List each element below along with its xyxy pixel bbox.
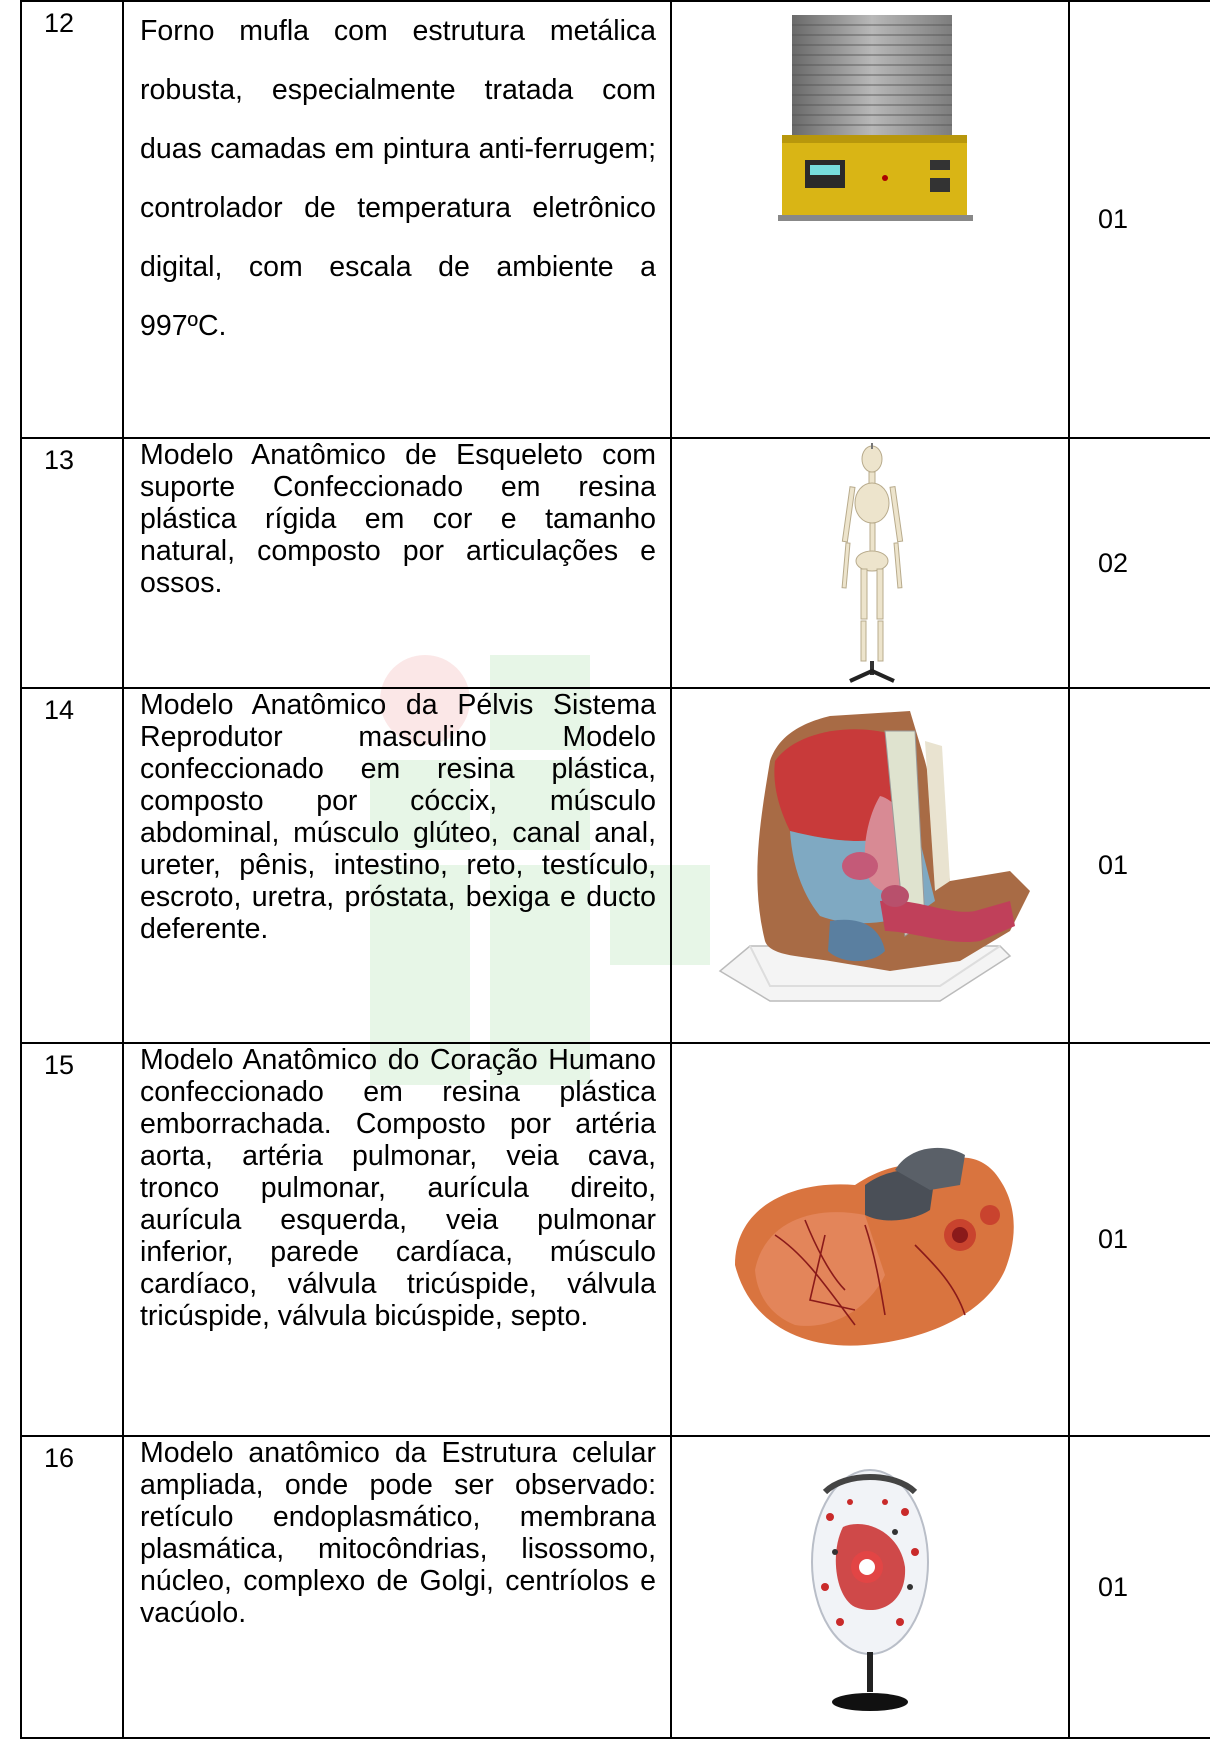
pelvis-model-image [670, 687, 1070, 1044]
table-row: 13 Modelo Anatômico de Esqueleto com sup… [20, 437, 1210, 689]
items-table: 12 Forno mufla com estrutura metálica ro… [20, 0, 1210, 1739]
table-row: 15 Modelo Anatômico do Coração Humano co… [20, 1042, 1210, 1437]
table-row: 16 Modelo anatômico da Estrutura celular… [20, 1435, 1210, 1739]
heart-model-image [670, 1042, 1070, 1437]
item-number: 16 [20, 1435, 124, 1739]
cell-model-image [670, 1435, 1070, 1739]
item-quantity: 01 [1068, 687, 1210, 1044]
muffle-furnace-image [670, 0, 1070, 439]
item-number: 14 [20, 687, 124, 1044]
item-number: 13 [20, 437, 124, 689]
item-quantity: 02 [1068, 437, 1210, 689]
item-description: Forno mufla com estrutura metálica robus… [122, 0, 672, 439]
item-description: Modelo anatômico da Estrutura celular am… [122, 1435, 672, 1739]
skeleton-model-image [670, 437, 1070, 689]
table-row: 12 Forno mufla com estrutura metálica ro… [20, 0, 1210, 439]
item-quantity: 01 [1068, 0, 1210, 439]
item-quantity: 01 [1068, 1435, 1210, 1739]
item-description: Modelo Anatômico da Pélvis Sistema Repro… [122, 687, 672, 1044]
item-number: 15 [20, 1042, 124, 1437]
item-description: Modelo Anatômico do Coração Humano confe… [122, 1042, 672, 1437]
item-quantity: 01 [1068, 1042, 1210, 1437]
item-description: Modelo Anatômico de Esqueleto com suport… [122, 437, 672, 689]
table-row: 14 Modelo Anatômico da Pélvis Sistema Re… [20, 687, 1210, 1044]
item-number: 12 [20, 0, 124, 439]
